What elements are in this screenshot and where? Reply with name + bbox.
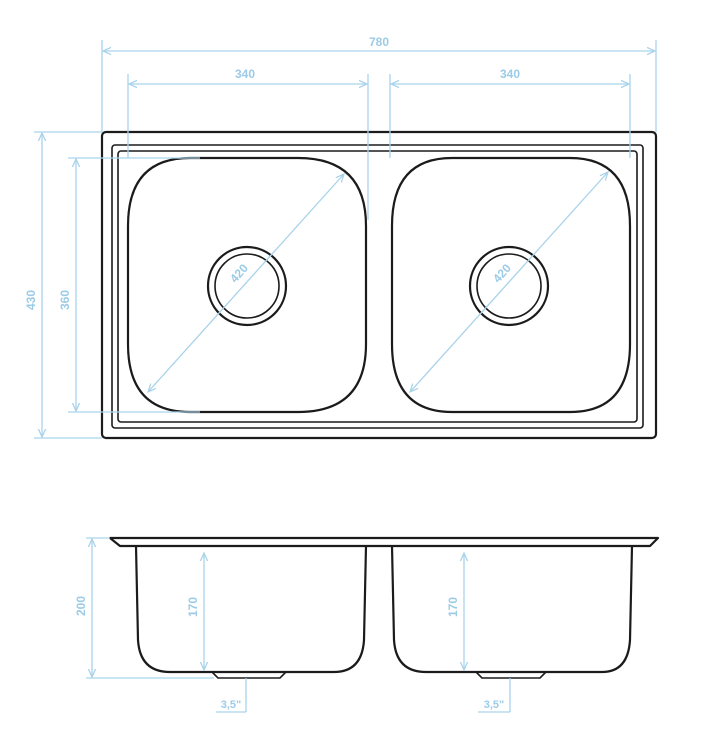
dim-line-diagonal-left [148, 174, 344, 392]
sink-inner-rim-2 [117, 150, 638, 423]
right-drain-inner [476, 253, 542, 319]
right-bowl-side [390, 545, 634, 674]
label-bowl-depth-right: 170 [446, 597, 460, 617]
label-overall-height: 430 [24, 290, 38, 310]
sink-outer-rim [100, 130, 658, 440]
label-drain-right: 3,5" [484, 699, 505, 711]
dim-line-diagonal-right [410, 172, 608, 392]
side-view [108, 536, 660, 679]
left-drain-side [211, 671, 287, 679]
label-diagonal-right: 420 [490, 261, 514, 285]
top-view [100, 130, 658, 440]
right-bowl-top [390, 156, 632, 414]
side-rim [108, 536, 660, 548]
label-depth-total: 200 [74, 596, 88, 616]
label-bowl-height: 360 [58, 290, 72, 310]
label-left-bowl-width: 340 [235, 67, 255, 81]
label-drain-left: 3,5" [221, 699, 242, 711]
label-bowl-depth-left: 170 [186, 597, 200, 617]
left-bowl-top [126, 156, 368, 414]
label-right-bowl-width: 340 [500, 67, 520, 81]
label-overall-width: 780 [369, 35, 389, 49]
right-drain-side [475, 671, 547, 679]
side-dimensions [86, 537, 511, 713]
left-drain-inner [214, 253, 280, 319]
sink-inner-rim [111, 144, 644, 429]
left-bowl-side [134, 545, 368, 674]
top-dimensions [34, 40, 657, 439]
left-drain-outer [206, 245, 288, 327]
